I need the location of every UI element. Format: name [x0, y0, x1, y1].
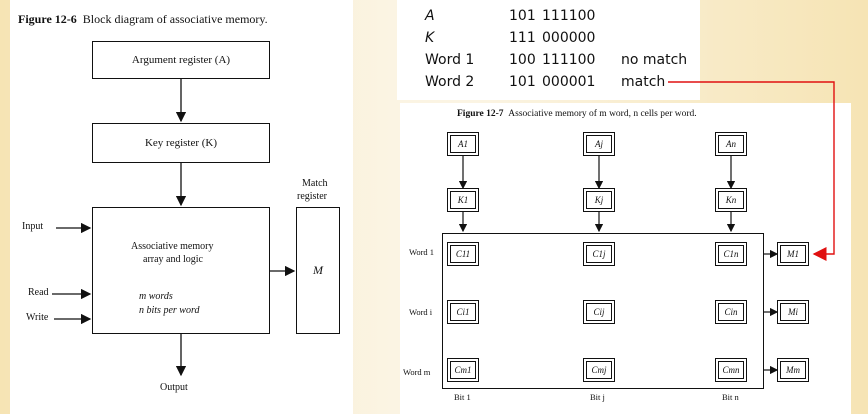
red-match-arrow — [668, 81, 835, 261]
figure-12-7-panel: Figure 12-7 Associative memory of m word… — [400, 103, 851, 414]
figure-12-6-title: Figure 12-6 Block diagram of associative… — [18, 12, 268, 27]
key-cell-1: K1 — [447, 188, 479, 212]
example-table-panel: A 101 111100 K 111 000000 Word 1 100 111… — [397, 0, 700, 100]
match-register-box: M — [296, 207, 340, 334]
example-row-k-name: K — [425, 30, 435, 46]
match-register-label-2: register — [297, 191, 327, 202]
figure-12-7-arrows — [458, 156, 779, 375]
cell-1-j: C1j — [583, 242, 615, 266]
figure-caption: Block diagram of associative memory. — [82, 12, 268, 26]
n-bits-label: n bits per word — [139, 305, 200, 316]
example-row-word2-result: match — [621, 74, 666, 90]
cell-m-1: Cm1 — [447, 358, 479, 382]
match-cell-m: Mm — [777, 358, 809, 382]
cell-i-j: Cij — [583, 300, 615, 324]
example-row-k-bits1: 111 — [509, 30, 536, 46]
cell-m-j: Cmj — [583, 358, 615, 382]
m-words-label: m words — [139, 291, 173, 302]
bit-label-1: Bit 1 — [454, 392, 471, 402]
example-row-word2-bits2: 000001 — [542, 74, 596, 90]
key-register-box: Key register (K) — [92, 123, 270, 163]
example-row-word1-bits1: 100 — [509, 52, 536, 68]
example-row-word1-bits2: 111100 — [542, 52, 596, 68]
argument-cell-1: A1 — [447, 132, 479, 156]
read-label: Read — [28, 287, 49, 298]
example-row-a-bits1: 101 — [509, 8, 536, 24]
figure-caption-2: Associative memory of m word, n cells pe… — [508, 109, 697, 119]
argument-cell-j: Aj — [583, 132, 615, 156]
example-row-a-bits2: 111100 — [542, 8, 596, 24]
word-label-1: Word 1 — [409, 247, 435, 257]
assoc-line-2: array and logic — [143, 254, 203, 265]
word-label-m: Word m — [403, 367, 431, 377]
match-cell-i: Mi — [777, 300, 809, 324]
match-register-m: M — [313, 263, 323, 277]
figure-number: Figure 12-6 — [18, 12, 77, 26]
figure-12-6-panel: Figure 12-6 Block diagram of associative… — [10, 0, 353, 414]
cell-i-n: Cin — [715, 300, 747, 324]
cell-1-1: C11 — [447, 242, 479, 266]
cell-i-1: Ci1 — [447, 300, 479, 324]
assoc-line-1: Associative memory — [131, 241, 214, 252]
bit-label-j: Bit j — [590, 392, 605, 402]
cell-1-n: C1n — [715, 242, 747, 266]
cell-m-n: Cmn — [715, 358, 747, 382]
input-label: Input — [22, 221, 44, 232]
example-row-word1-result: no match — [621, 52, 688, 68]
argument-register-box: Argument register (A) — [92, 41, 270, 79]
associative-array-box: Associative memory array and logic m wor… — [92, 207, 270, 334]
example-row-word2-bits1: 101 — [509, 74, 536, 90]
match-register-label-1: Match — [302, 178, 328, 189]
key-cell-n: Kn — [715, 188, 747, 212]
example-row-a-name: A — [425, 8, 435, 24]
figure-number-2: Figure 12-7 — [457, 109, 504, 119]
figure-12-6-arrows — [52, 79, 296, 377]
key-cell-j: Kj — [583, 188, 615, 212]
key-register-label: Key register (K) — [144, 137, 218, 149]
match-cell-1: M1 — [777, 242, 809, 266]
example-row-word2-name: Word 2 — [425, 74, 475, 90]
argument-register-label: Argument register (A) — [131, 54, 231, 66]
output-label: Output — [160, 382, 188, 393]
bit-label-n: Bit n — [722, 392, 739, 402]
example-row-word1-name: Word 1 — [425, 52, 475, 68]
write-label: Write — [26, 312, 49, 323]
argument-cell-n: An — [715, 132, 747, 156]
cell-array-frame — [442, 233, 764, 389]
example-row-k-bits2: 000000 — [542, 30, 596, 46]
figure-12-7-title: Figure 12-7 Associative memory of m word… — [457, 109, 697, 119]
word-label-i: Word i — [409, 307, 433, 317]
